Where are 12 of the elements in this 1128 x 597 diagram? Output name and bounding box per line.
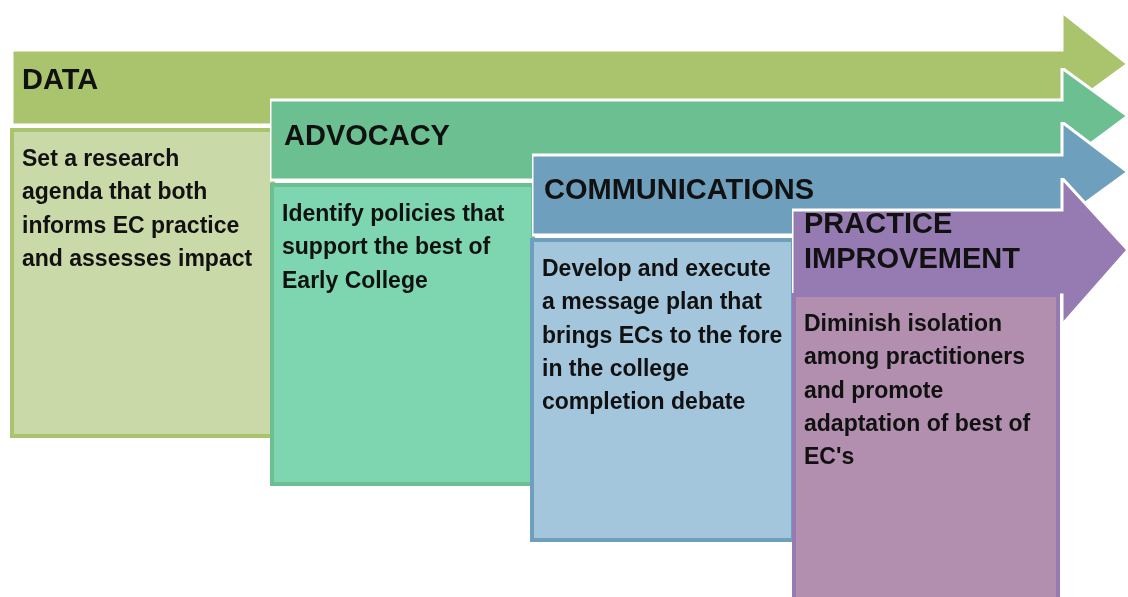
panel-text: Develop and execute a message plan that brings ECs to the fore in the college completion debate bbox=[541, 254, 784, 417]
text-panel bbox=[10, 128, 275, 438]
arrow-heading: COMMUNICATIONS bbox=[544, 172, 816, 207]
text-panel bbox=[792, 293, 1060, 597]
arrow-heading: ADVOCACY bbox=[284, 118, 451, 153]
text-panel bbox=[270, 183, 535, 486]
panel-text: Identify policies that support the best of Early College bbox=[281, 199, 506, 295]
panel-text: Diminish isolation among practitioners and promote adaptation of best of EC's bbox=[803, 309, 1032, 472]
panel-text: Set a research agenda that both informs EC practice and assesses impact bbox=[21, 144, 254, 274]
arrow-heading: PRACTICE IMPROVEMENT bbox=[804, 206, 1021, 276]
arrow-heading: DATA bbox=[22, 62, 100, 97]
text-panel bbox=[530, 238, 795, 542]
